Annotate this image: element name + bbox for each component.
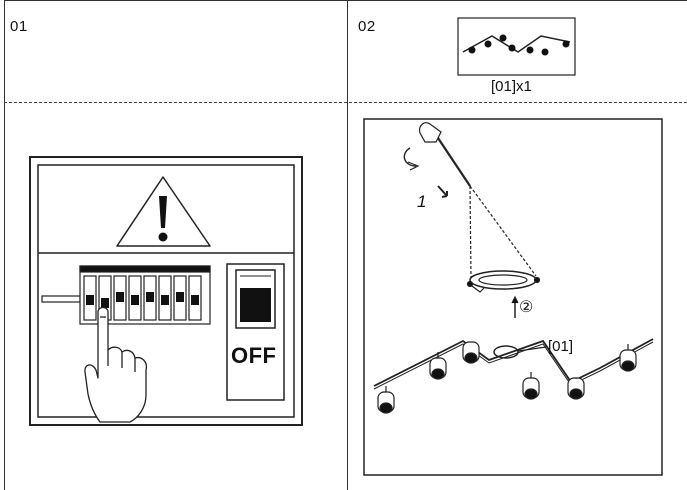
breaker-panel-illustration xyxy=(29,156,303,426)
install-step-one-label: 1 xyxy=(417,192,427,211)
install-illustration xyxy=(363,118,663,476)
dashed-separator xyxy=(4,102,687,103)
step-number-01: 01 xyxy=(10,18,28,35)
off-switch-illustration xyxy=(226,263,285,401)
hand-icon xyxy=(84,306,148,423)
panel-divider xyxy=(347,0,348,490)
breaker-switches xyxy=(41,265,211,325)
parts-box xyxy=(457,17,576,76)
install-step-two-label: ② xyxy=(519,299,534,316)
instruction-frame xyxy=(4,0,687,490)
parts-quantity-label: [01]x1 xyxy=(491,78,532,95)
warning-icon xyxy=(116,176,211,247)
part-callout-label: [01] xyxy=(548,338,574,355)
spot-heads xyxy=(377,341,637,414)
off-switch-label: OFF xyxy=(231,343,277,368)
step-number-02: 02 xyxy=(358,18,376,35)
